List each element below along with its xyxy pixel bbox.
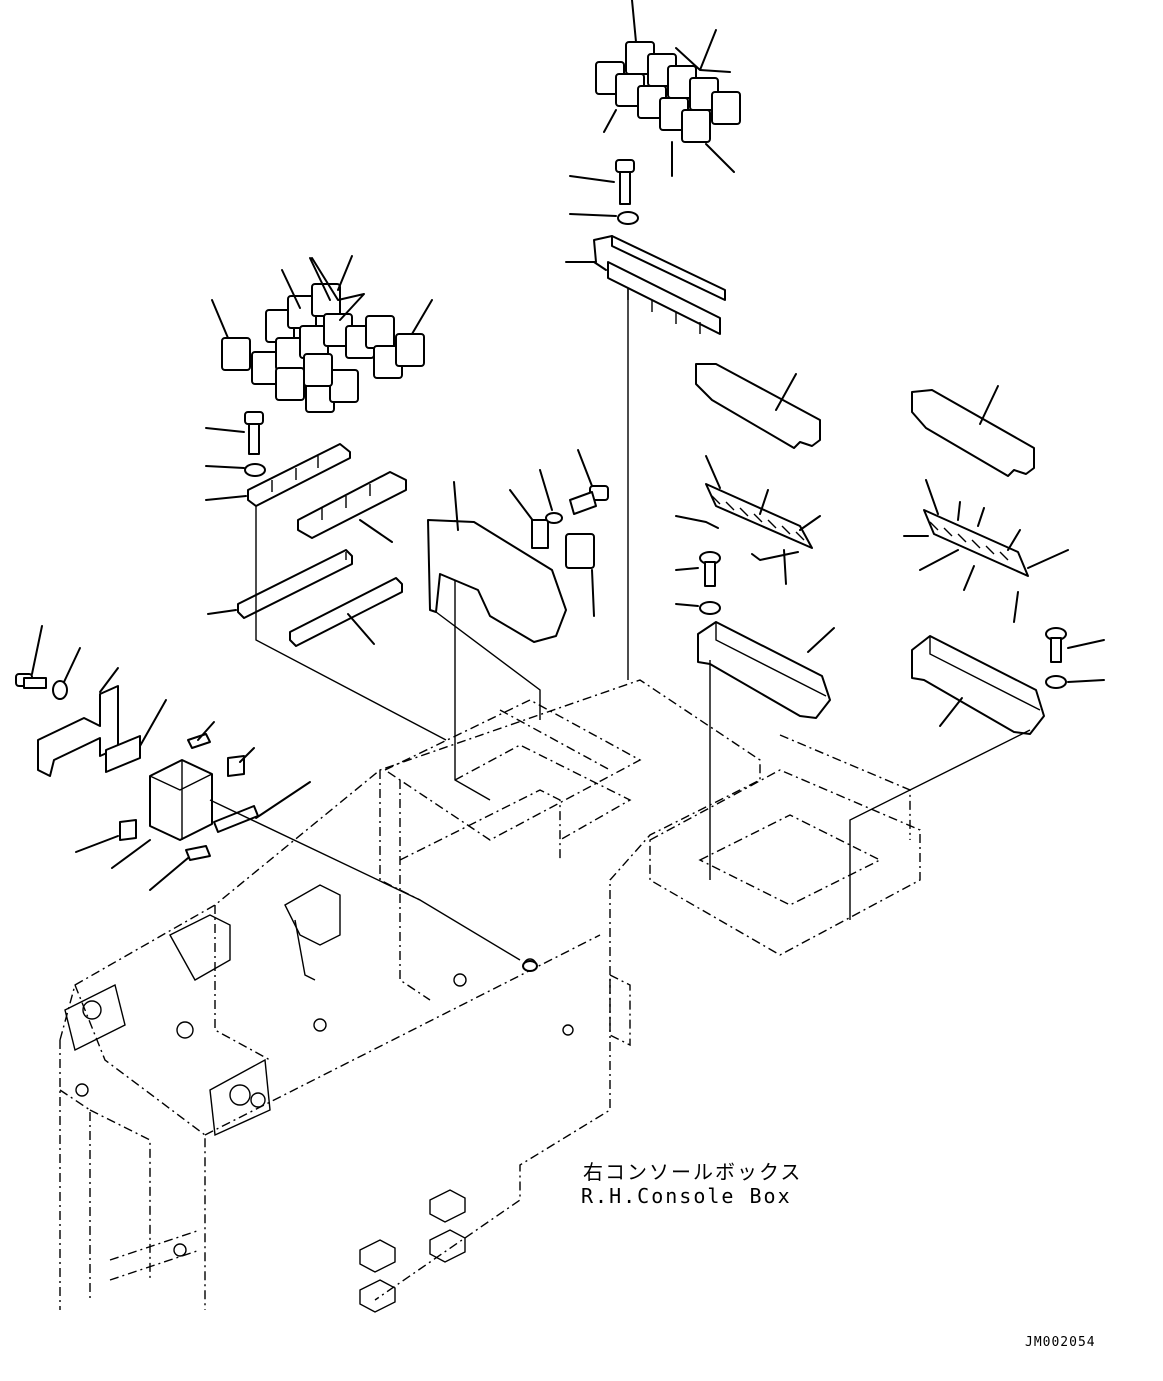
fuse-holder-icon: [675, 455, 1069, 623]
bracket-icon: [205, 443, 407, 647]
controller-box-icon: [427, 449, 609, 720]
console-label-english: R.H.Console Box: [581, 1184, 792, 1208]
washer-icon: [675, 601, 1105, 689]
bolt-icon: [569, 159, 635, 205]
washer-icon: [522, 960, 538, 972]
bolt-icon: [675, 551, 1105, 663]
bolt-icon: [205, 411, 264, 455]
cover-icon: [695, 363, 1035, 477]
washer-icon: [205, 463, 266, 477]
fuse-holder-icon: [697, 621, 1045, 735]
bracket-icon: [565, 235, 726, 335]
console-label-japanese: 右コンソールボックス: [583, 1160, 803, 1184]
washer-icon: [569, 211, 639, 225]
relay-cluster-left: [211, 255, 433, 413]
relay-cluster-top: [595, 0, 741, 177]
controller-box-icon: [15, 625, 521, 961]
console-frame: [59, 679, 921, 1313]
figure-code: JM002054: [1025, 1335, 1096, 1350]
